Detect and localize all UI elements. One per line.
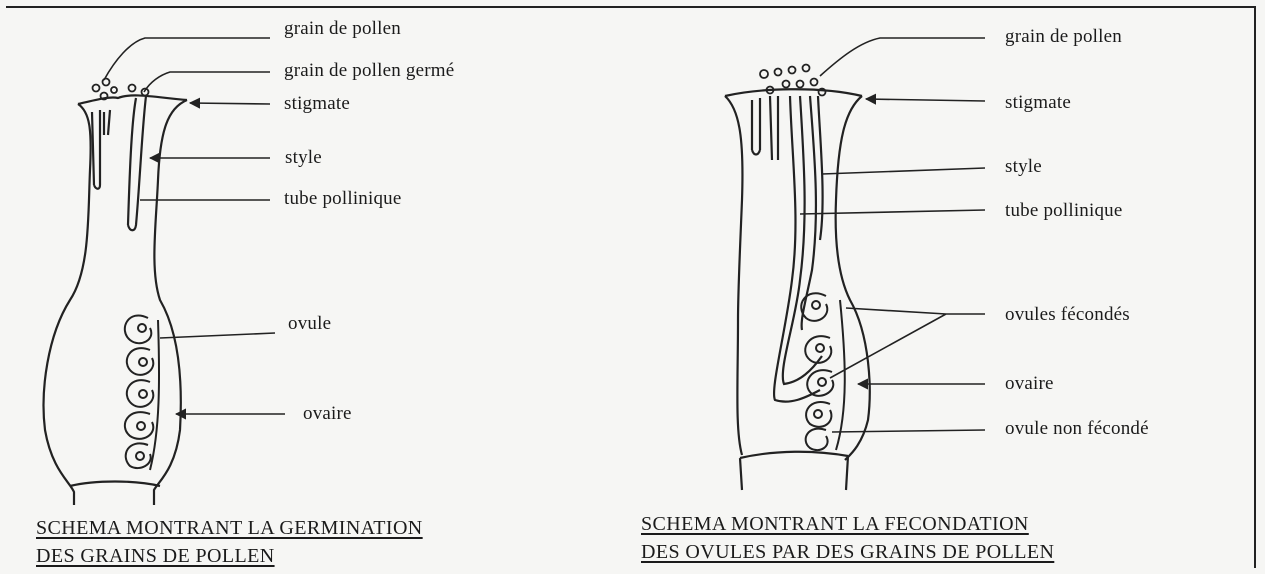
right-caption: SCHEMA MONTRANT LA FECONDATION DES OVULE… [641, 510, 1054, 566]
left-pollen-tube [128, 96, 146, 230]
leader-right-tube [800, 210, 985, 214]
leader-left-germinated [144, 72, 270, 92]
right-pollen-tube-4 [818, 96, 823, 240]
leader-right-stigma [866, 99, 985, 101]
left-receptacle [70, 482, 160, 487]
left-canal [92, 110, 100, 189]
left-label-pollen-tube: tube pollinique [284, 188, 402, 210]
left-caption-line2: DES GRAINS DE POLLEN [36, 542, 423, 570]
right-label-style: style [1005, 156, 1042, 178]
left-caption-line1: SCHEMA MONTRANT LA GERMINATION [36, 514, 423, 542]
right-label-pollen-tube: tube pollinique [1005, 200, 1123, 222]
leader-right-unfertilized [832, 430, 985, 432]
right-label-stigma: stigmate [1005, 92, 1071, 114]
leader-right-fertilized [830, 308, 985, 378]
right-label-unfertilized-ovule: ovule non fécondé [1005, 418, 1149, 440]
right-pistil-outline [725, 96, 870, 460]
right-receptacle [740, 452, 848, 490]
leader-left-pollen-grain [104, 38, 270, 80]
right-stigma [725, 89, 862, 96]
left-label-stigma: stigmate [284, 93, 350, 115]
left-label-pollen-grain: grain de pollen [284, 18, 401, 40]
right-label-pollen-grain: grain de pollen [1005, 26, 1122, 48]
left-pistil-outline [44, 100, 187, 505]
right-label-ovary: ovaire [1005, 373, 1054, 395]
left-label-ovary: ovaire [303, 403, 352, 425]
leader-right-pollen-grain [820, 38, 985, 76]
right-pistil [725, 65, 870, 491]
right-caption-line1: SCHEMA MONTRANT LA FECONDATION [641, 510, 1054, 538]
right-style-lines [770, 96, 778, 160]
right-canal [752, 98, 760, 155]
right-caption-line2: DES OVULES PAR DES GRAINS DE POLLEN [641, 538, 1054, 566]
left-style-inner [104, 110, 110, 135]
left-label-germinated-pollen: grain de pollen germé [284, 60, 454, 82]
left-stigma [78, 95, 187, 104]
left-pistil [44, 79, 187, 506]
left-label-style: style [285, 147, 322, 169]
right-pollen-tube-2 [783, 96, 822, 384]
leader-left-stigma [190, 103, 270, 104]
leader-left-ovule [160, 333, 275, 338]
right-label-fertilized-ovules: ovules fécondés [1005, 304, 1130, 326]
left-ovules [125, 315, 159, 470]
left-caption: SCHEMA MONTRANT LA GERMINATION DES GRAIN… [36, 514, 423, 570]
left-label-ovule: ovule [288, 313, 331, 335]
leader-right-style [822, 168, 985, 174]
